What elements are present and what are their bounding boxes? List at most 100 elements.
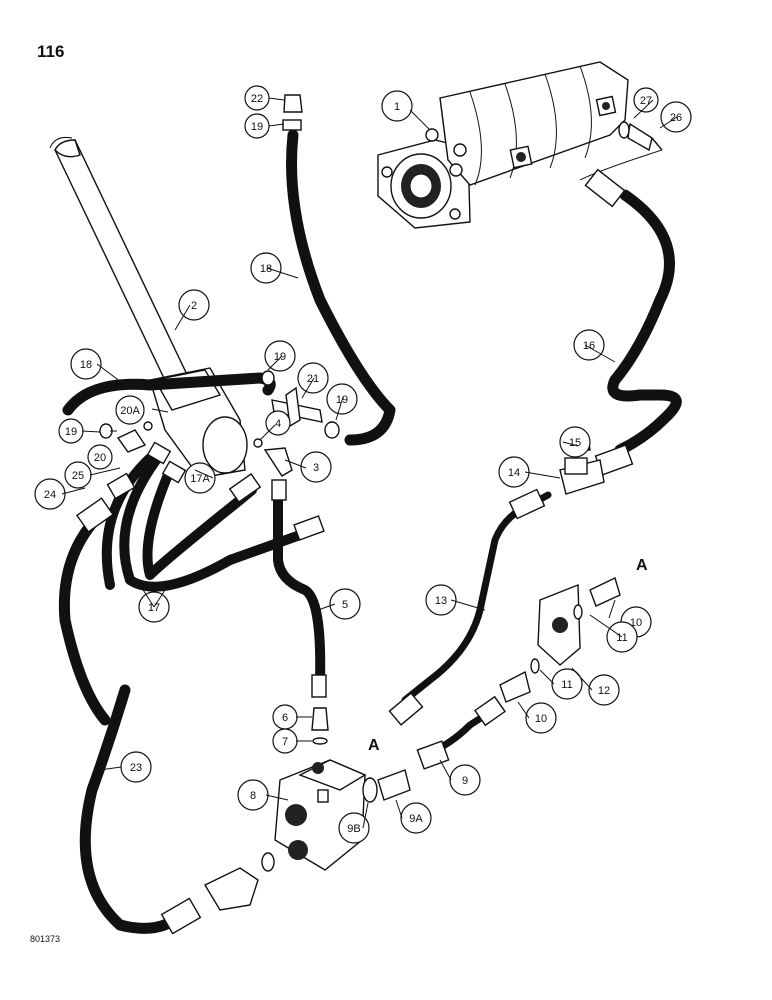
callout-bubble: 1 [381, 90, 413, 122]
callout-circle [300, 451, 332, 483]
callout-circle [573, 329, 605, 361]
callout-bubble: 9A [400, 802, 432, 834]
callout-label: 27 [640, 95, 652, 107]
callout-bubble: 19 [58, 418, 84, 444]
callout-circle [449, 764, 481, 796]
callout-label: 6 [282, 712, 288, 724]
hoses-17 [101, 441, 325, 592]
callout-label: 8 [250, 790, 256, 802]
steering-valve [149, 367, 248, 479]
callout-circle [660, 101, 692, 133]
callout-label: 19 [251, 121, 263, 133]
elbow-3 [263, 447, 293, 477]
callout-bubble: 18 [70, 348, 102, 380]
callout-label: 3 [313, 462, 319, 474]
callout-label: 19 [65, 426, 77, 438]
callout-label: 14 [508, 467, 520, 479]
ref-letter-a-lower: A [368, 737, 380, 754]
callout-label: 15 [569, 437, 581, 449]
callout-label: 10 [535, 713, 547, 725]
callout-label: 22 [251, 93, 263, 105]
callout-label: 23 [130, 762, 142, 774]
callout-label: 2 [191, 300, 197, 312]
callout-circle [498, 456, 530, 488]
callout-circle [425, 584, 457, 616]
callout-bubble: 19 [244, 113, 270, 139]
callout-circle [559, 426, 591, 458]
callout-bubble: 8 [237, 779, 269, 811]
hose-5 [271, 479, 329, 745]
callout-bubble: 14 [498, 456, 530, 488]
callout-circle [400, 802, 432, 834]
callout-bubble: 13 [425, 584, 457, 616]
callout-circle [250, 252, 282, 284]
callout-circle [70, 348, 102, 380]
tube-9 [416, 695, 506, 770]
callout-bubble: 22 [244, 85, 270, 111]
callout-label: 19 [274, 351, 286, 363]
callout-bubble: 4 [265, 410, 291, 436]
callout-circle [34, 478, 66, 510]
adapter-10-upper [589, 577, 621, 607]
callout-label: 20 [94, 452, 106, 464]
hose-23 [58, 472, 202, 935]
callout-bubble: 6 [272, 704, 298, 730]
callout-bubble: 17A [184, 462, 216, 494]
o-ring-9b [362, 777, 378, 803]
callout-bubble: 20A [115, 395, 145, 425]
callout-bubble: 15 [559, 426, 591, 458]
fitting-26 [627, 122, 663, 152]
adapter-9a [377, 769, 411, 801]
callout-circle [178, 289, 210, 321]
callout-label: 7 [282, 736, 288, 748]
callout-bubble: 27 [633, 87, 659, 113]
callout-circle [264, 340, 296, 372]
callout-circle [184, 462, 216, 494]
ref-letter-a-upper: A [636, 557, 648, 574]
callout-label: 9A [409, 813, 423, 825]
callout-bubble: 16 [573, 329, 605, 361]
callout-bubble: 3 [300, 451, 332, 483]
o-ring-27 [618, 121, 630, 139]
callout-bubble: 5 [329, 588, 361, 620]
callout-circle [297, 362, 329, 394]
callout-circle [115, 395, 145, 425]
hose-16 [584, 168, 682, 476]
callout-bubble: 18 [250, 252, 282, 284]
page-number: 116 [37, 42, 65, 61]
callout-label: 9B [347, 823, 360, 835]
callout-label: 25 [72, 470, 84, 482]
callout-circle [588, 674, 620, 706]
leader-lines [61, 97, 678, 829]
callout-bubble: 10 [525, 702, 557, 734]
callout-circle [87, 444, 113, 470]
tube-13 [388, 488, 552, 726]
callout-label: 18 [80, 359, 92, 371]
callout-circle [525, 702, 557, 734]
callout-circle [551, 668, 583, 700]
hydraulic-pump [377, 61, 629, 229]
callout-label: 17 [148, 602, 160, 614]
callout-bubble: 26 [660, 101, 692, 133]
callout-label: 17A [190, 473, 210, 485]
callout-label: 24 [44, 489, 56, 501]
callout-circle [381, 90, 413, 122]
callout-label: 9 [462, 775, 468, 787]
callout-bubble: 7 [272, 728, 298, 754]
callout-circle [329, 588, 361, 620]
callout-bubble: 25 [64, 461, 92, 489]
callout-bubble: 9B [338, 812, 370, 844]
callout-bubble: 23 [120, 751, 152, 783]
elbow-20 [116, 429, 147, 453]
callout-bubble: 12 [588, 674, 620, 706]
callout-bubble: 19 [264, 340, 296, 372]
callout-label: 13 [435, 595, 447, 607]
callout-bubble: 11 [551, 668, 583, 700]
callout-label: 5 [342, 599, 348, 611]
callout-label: 4 [275, 418, 281, 430]
flow-valve-8 [274, 759, 367, 871]
figure-code: 801373 [30, 934, 61, 944]
hose-18-upper [282, 94, 396, 446]
callout-bubble: 21 [297, 362, 329, 394]
